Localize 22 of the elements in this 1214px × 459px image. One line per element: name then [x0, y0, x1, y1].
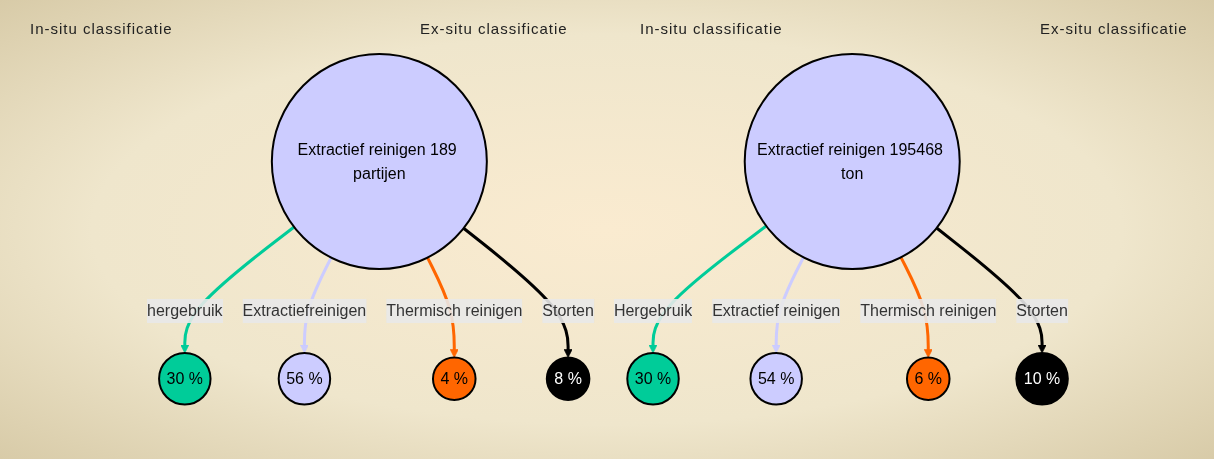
- node-circle: 54 %: [749, 352, 803, 406]
- section-heading: Ex-situ classificatie: [1040, 20, 1188, 37]
- edge-label: Extractief reinigen: [711, 302, 840, 320]
- edge-label: hergebruik: [146, 302, 223, 320]
- edge-label: Hergebruik: [613, 302, 692, 320]
- node-circle: 30 %: [625, 352, 680, 406]
- node-circle: Extractief reinigen 195468 ton: [743, 53, 961, 271]
- edge-label: Extractiefreinigen: [242, 302, 366, 320]
- node-circle: 4 %: [431, 356, 477, 402]
- edge-label: Thermisch reinigen: [385, 302, 522, 320]
- edge-label: Thermisch reinigen: [859, 302, 996, 320]
- node-circle: 30 %: [157, 352, 212, 406]
- edge-label: Storten: [541, 302, 594, 320]
- section-heading: In-situ classificatie: [30, 20, 173, 37]
- node-circle: Extractief reinigen 189 partijen: [270, 53, 488, 271]
- node-circle: 10 %: [1014, 352, 1069, 406]
- node-circle: 6 %: [905, 356, 951, 402]
- section-heading: In-situ classificatie: [640, 20, 783, 37]
- edge-label: Storten: [1015, 302, 1068, 320]
- node-circle: 56 %: [277, 352, 331, 406]
- section-heading: Ex-situ classificatie: [420, 20, 568, 37]
- node-circle: 8 %: [545, 356, 590, 402]
